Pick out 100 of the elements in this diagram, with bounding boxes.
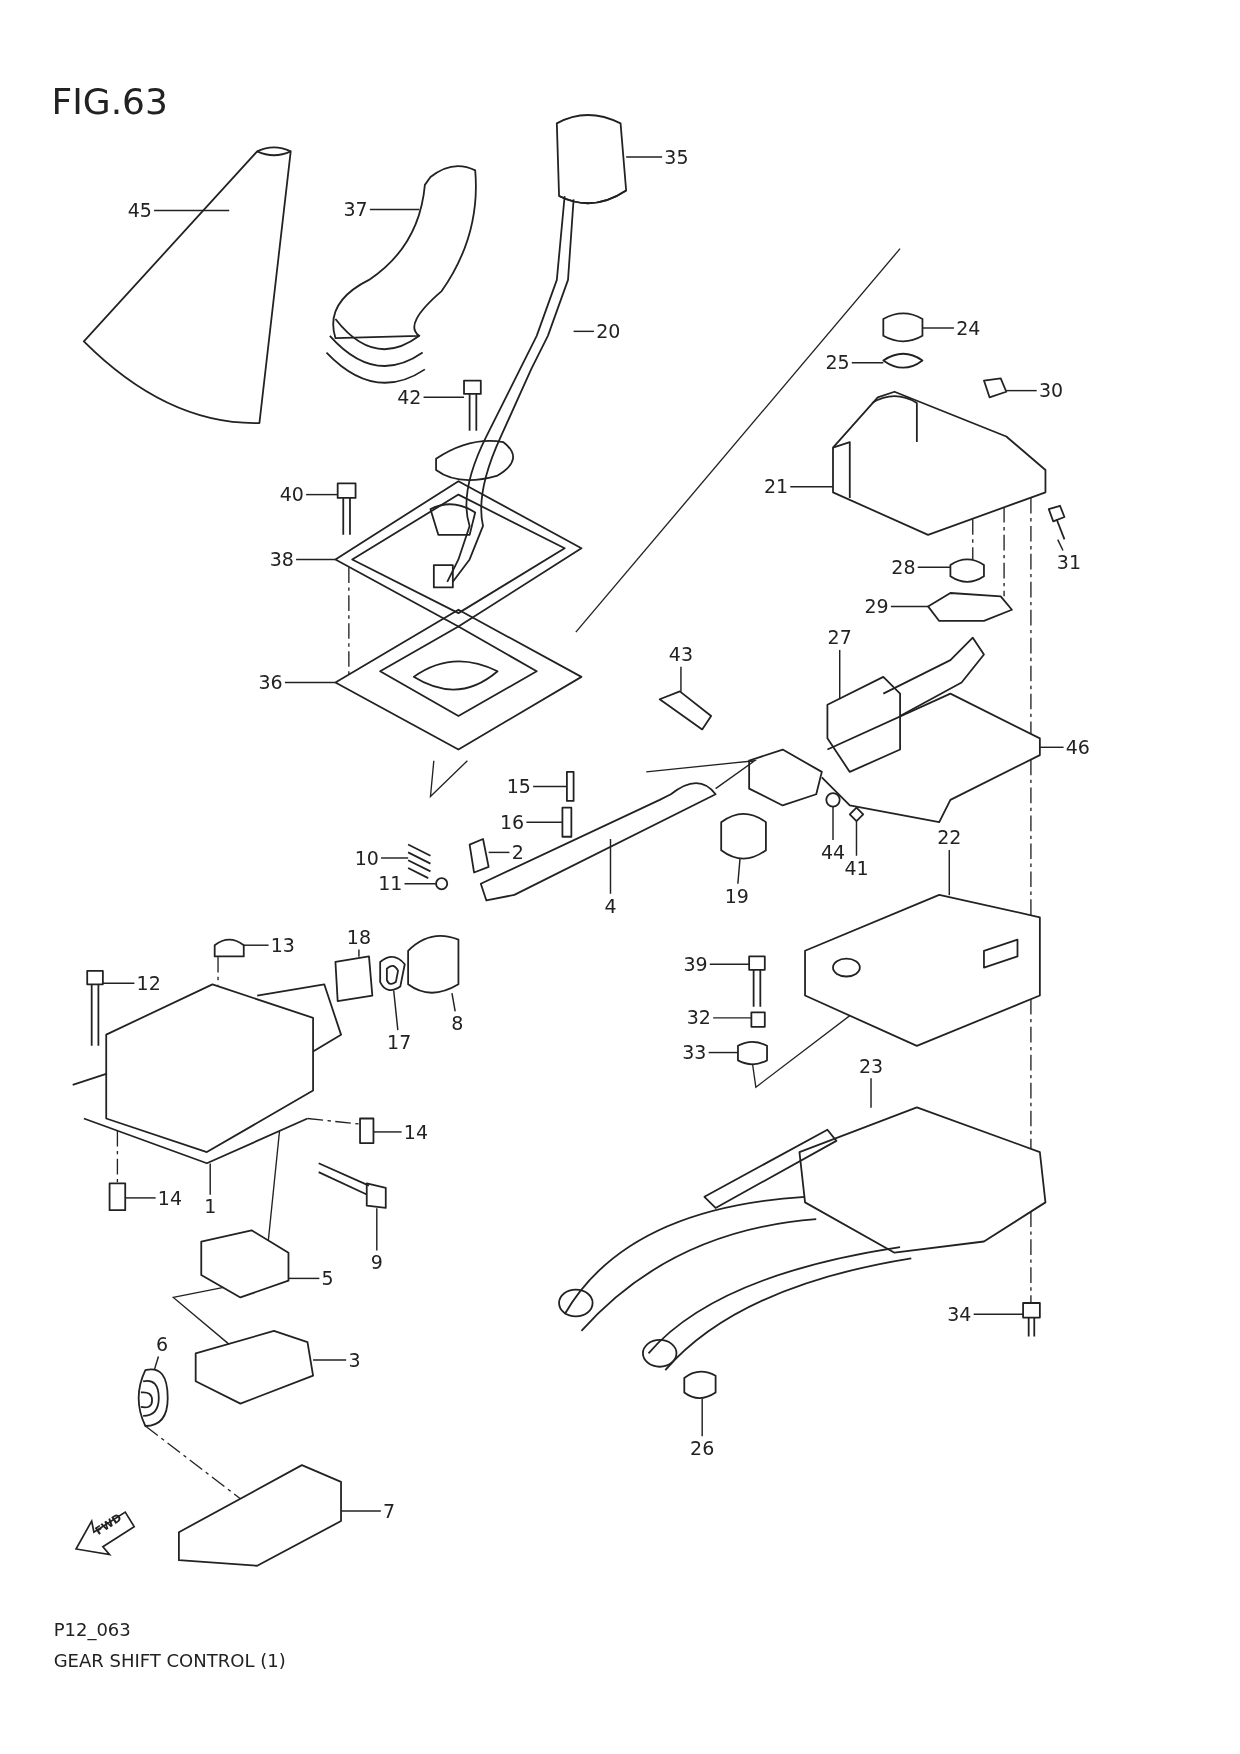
callout-number: 4 xyxy=(604,895,617,916)
callout-number: 41 xyxy=(844,857,869,878)
bushing-drawing xyxy=(334,955,374,1002)
leader-line xyxy=(284,681,337,684)
bushing-drawing xyxy=(468,838,490,874)
bolt-drawing xyxy=(317,1162,387,1209)
callout-number: 35 xyxy=(664,146,689,167)
cone-boot-drawing xyxy=(82,146,292,424)
alignment-line xyxy=(116,1130,119,1185)
callout-number: 18 xyxy=(346,927,371,947)
leader-line xyxy=(1039,746,1065,749)
callout-number: 33 xyxy=(682,1042,707,1063)
leader-line xyxy=(340,1510,382,1512)
callout-number: 7 xyxy=(383,1500,396,1521)
shift-boot-drawing xyxy=(325,165,477,384)
leader-line xyxy=(870,1077,872,1109)
callout-number: 45 xyxy=(127,200,152,221)
alignment-line xyxy=(1030,998,1032,1150)
leader-line xyxy=(737,858,741,885)
pin-drawing xyxy=(658,690,713,731)
callout-number: 42 xyxy=(397,386,422,407)
knob-drawing xyxy=(555,114,628,205)
guide-drawing xyxy=(200,1229,290,1299)
leader-line xyxy=(305,493,339,496)
leader-line xyxy=(369,208,421,211)
leader-line xyxy=(832,806,834,841)
figure-caption: GEAR SHIFT CONTROL (1) xyxy=(53,1650,286,1672)
callout-number: 22 xyxy=(937,827,962,848)
bushing-drawing xyxy=(720,812,767,860)
alignment-line xyxy=(1030,497,1032,735)
leader-line xyxy=(532,785,568,788)
leader-line xyxy=(890,605,929,608)
pin-drawing xyxy=(359,1117,375,1144)
callout-number: 32 xyxy=(686,1007,711,1028)
callout-number: 46 xyxy=(1065,736,1090,757)
shift-lever-drawing xyxy=(429,195,575,589)
leader-line xyxy=(948,849,950,896)
screw-drawing xyxy=(1047,504,1066,541)
callout-number: 38 xyxy=(269,549,294,570)
callout-number: 40 xyxy=(279,484,304,505)
collar-drawing xyxy=(750,1011,766,1028)
alignment-line xyxy=(1003,506,1005,597)
leader-line xyxy=(851,361,885,364)
callout-number: 5 xyxy=(321,1268,334,1288)
ring-drawing xyxy=(882,312,924,343)
leader-line xyxy=(451,992,456,1012)
plate-drawing xyxy=(194,1330,314,1405)
callout-number: 30 xyxy=(1038,380,1064,401)
leader-line xyxy=(209,1162,211,1196)
page-reference: P12_063 xyxy=(53,1619,131,1641)
leader-line xyxy=(855,820,858,857)
leader-line xyxy=(422,396,465,399)
callout-number: 37 xyxy=(343,199,368,220)
leader-line xyxy=(487,851,511,854)
shaft-boot-drawing xyxy=(407,935,460,994)
lever-bracket-drawing xyxy=(178,1464,342,1567)
plate-drawing xyxy=(927,592,1013,622)
leader-line xyxy=(287,1277,321,1280)
callout-number: 29 xyxy=(864,596,889,616)
leader-line xyxy=(380,857,409,859)
callout-number: 26 xyxy=(690,1437,715,1458)
connector-line xyxy=(171,1286,230,1346)
leader-line xyxy=(243,944,270,946)
leader-line xyxy=(376,1207,378,1252)
leader-line xyxy=(372,1131,403,1133)
leader-line xyxy=(917,566,952,568)
ball-drawing xyxy=(435,877,449,891)
callout-number: 19 xyxy=(724,885,749,906)
callout-number: 43 xyxy=(668,644,694,665)
leader-line xyxy=(712,1017,753,1019)
callout-number: 25 xyxy=(825,352,850,373)
leader-line xyxy=(839,649,841,700)
callout-number: 9 xyxy=(370,1252,383,1273)
nut-drawing xyxy=(983,377,1008,399)
leader-line xyxy=(153,1355,160,1371)
leader-line xyxy=(525,821,564,823)
leader-line xyxy=(572,330,595,333)
callout-number: 3 xyxy=(348,1349,361,1370)
bolt-drawing xyxy=(748,955,766,1008)
bolt-drawing xyxy=(86,970,104,1047)
pin-drawing xyxy=(561,806,573,838)
callout-number: 21 xyxy=(763,476,789,497)
cap-drawing xyxy=(213,938,245,958)
callout-number: 8 xyxy=(451,1013,464,1034)
alignment-line xyxy=(348,566,350,676)
leader-line xyxy=(403,883,437,885)
callout-number: 2 xyxy=(511,842,524,862)
callout-number: 11 xyxy=(378,873,403,894)
leader-line xyxy=(124,1197,157,1199)
cover-drawing xyxy=(334,608,583,751)
leader-line xyxy=(921,327,955,329)
pin-drawing xyxy=(566,771,575,802)
alignment-line xyxy=(1030,758,1032,916)
callout-number: 24 xyxy=(956,317,981,338)
leader-line xyxy=(295,558,337,561)
callout-number: 15 xyxy=(506,776,531,797)
leader-line xyxy=(789,486,834,488)
leader-line xyxy=(1057,538,1064,552)
gasket-drawing xyxy=(334,480,583,628)
alignment-line xyxy=(972,518,974,561)
